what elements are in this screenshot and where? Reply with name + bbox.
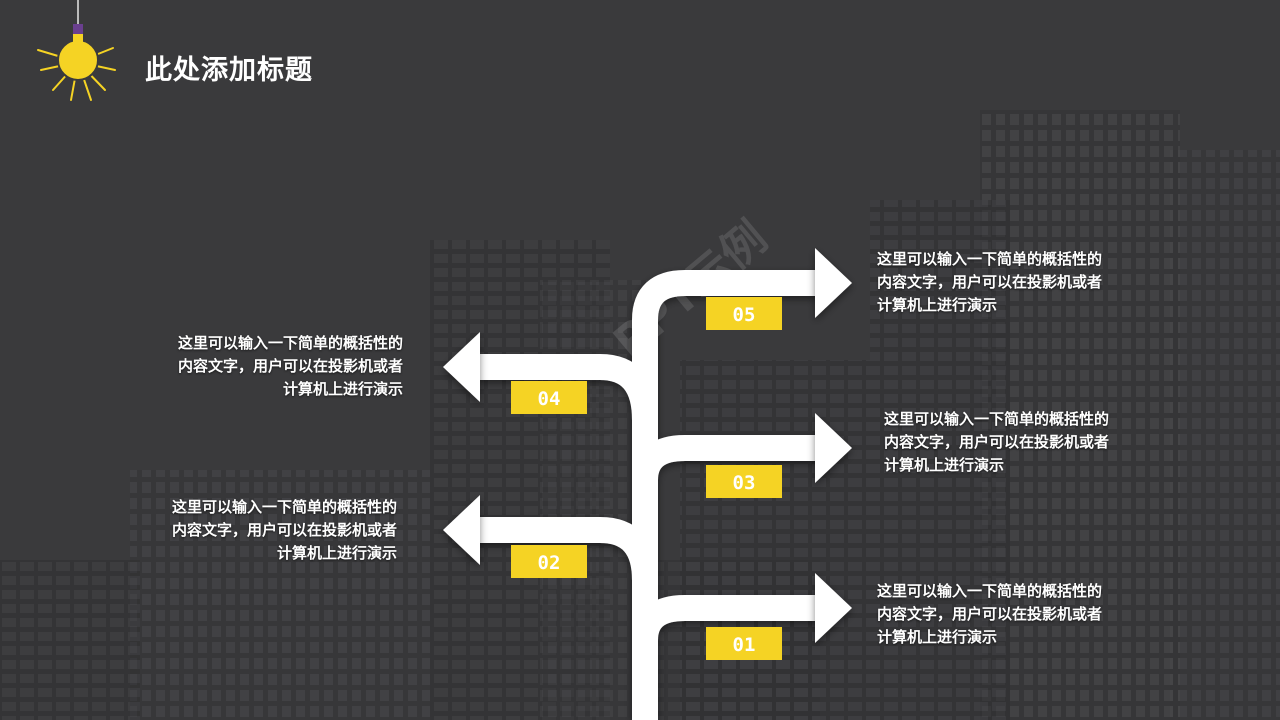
text-line: 内容文字，用户可以在投影机或者 [877, 273, 1103, 291]
branch-01 [632, 595, 820, 641]
text-line: 计算机上进行演示 [276, 544, 397, 562]
arrowhead-02 [443, 495, 480, 565]
text-line: 内容文字，用户可以在投影机或者 [877, 605, 1103, 623]
text-line: 这里可以输入一下简单的概括性的 [177, 334, 403, 352]
lightbulb-icon [37, 0, 116, 101]
step-03-text: 这里可以输入一下简单的概括性的 内容文字，用户可以在投影机或者 计算机上进行演示 [884, 408, 1184, 477]
step-number: 02 [538, 552, 561, 574]
branch-03 [632, 435, 820, 481]
building [130, 470, 430, 720]
text-line: 计算机上进行演示 [884, 456, 1005, 474]
branch-02 [475, 517, 658, 581]
building [980, 110, 1180, 720]
badge-05 [706, 297, 782, 330]
badge-03 [706, 465, 782, 498]
arrowhead-04 [443, 332, 480, 402]
step-01-text: 这里可以输入一下简单的概括性的 内容文字，用户可以在投影机或者 计算机上进行演示 [877, 580, 1177, 649]
step-number: 05 [733, 304, 756, 326]
page-title: 此处添加标题 [145, 55, 313, 86]
step-number: 01 [733, 634, 756, 656]
text-line: 内容文字，用户可以在投影机或者 [171, 521, 397, 539]
text-line: 计算机上进行演示 [877, 628, 998, 646]
arrowhead-01 [815, 573, 852, 643]
text-line: 这里可以输入一下简单的概括性的 [171, 498, 397, 516]
step-number: 03 [733, 472, 756, 494]
text-line: 内容文字，用户可以在投影机或者 [884, 433, 1110, 451]
badge-01 [706, 627, 782, 660]
step-05-text: 这里可以输入一下简单的概括性的 内容文字，用户可以在投影机或者 计算机上进行演示 [877, 248, 1177, 317]
step-number: 04 [538, 388, 561, 410]
badge-04 [511, 381, 587, 414]
step-02-text: 这里可以输入一下简单的概括性的 内容文字，用户可以在投影机或者 计算机上进行演示 [97, 496, 397, 565]
building [1170, 150, 1280, 720]
step-04-text: 这里可以输入一下简单的概括性的 内容文字，用户可以在投影机或者 计算机上进行演示 [103, 332, 403, 401]
text-line: 计算机上进行演示 [877, 296, 998, 314]
building [870, 200, 1010, 720]
text-line: 这里可以输入一下简单的概括性的 [877, 250, 1103, 268]
branch-04 [475, 354, 658, 421]
badge-02 [511, 545, 587, 578]
text-line: 计算机上进行演示 [282, 380, 403, 398]
text-line: 这里可以输入一下简单的概括性的 [884, 410, 1110, 428]
building [0, 560, 140, 720]
branch-05 [632, 270, 820, 321]
text-line: 这里可以输入一下简单的概括性的 [877, 582, 1103, 600]
text-line: 内容文字，用户可以在投影机或者 [177, 357, 403, 375]
arrowhead-05 [815, 248, 852, 318]
arrowhead-03 [815, 413, 852, 483]
